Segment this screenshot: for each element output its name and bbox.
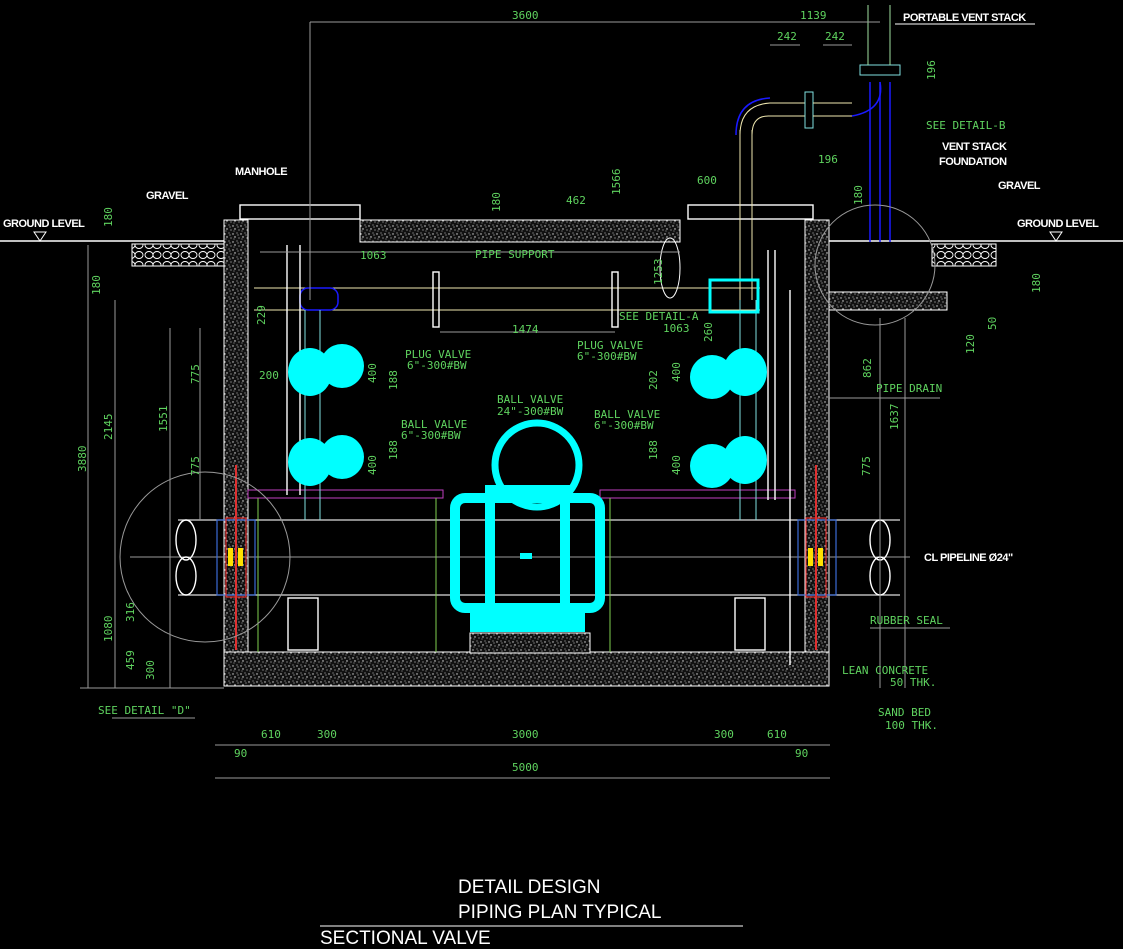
label-plug-valve-right-spec: 6"-300#BW	[577, 350, 637, 363]
label-plug-valve-right: PLUG VALVE	[577, 339, 643, 352]
valves	[288, 237, 767, 632]
title-line-1: DETAIL DESIGN	[458, 877, 601, 898]
label-plug-valve-left-spec: 6"-300#BW	[407, 359, 467, 372]
label-sand-bed: SAND BED	[878, 706, 931, 719]
dim-260: 260	[702, 322, 715, 342]
detail-circles	[119, 204, 936, 643]
centerline-symbol: CL	[924, 552, 938, 564]
dim-200: 200	[259, 369, 279, 382]
dim-2145: 2145	[102, 414, 115, 441]
label-ball-valve-right: BALL VALVE	[594, 408, 660, 421]
label-ball-valve-main-spec: 24"-300#BW	[497, 405, 564, 418]
title-line-2: PIPING PLAN TYPICAL	[458, 902, 661, 923]
chamber-structure	[0, 219, 1123, 687]
dim-1253: 1253	[652, 259, 665, 286]
label-plug-valve-left: PLUG VALVE	[405, 348, 471, 361]
dim-400c: 400	[670, 362, 683, 382]
manhole-covers	[239, 204, 814, 220]
dim-610-left: 610	[261, 728, 281, 741]
dim-242b: 242	[825, 30, 845, 43]
valve-labels: PLUG VALVE 6"-300#BW BALL VALVE 6"-300#B…	[401, 339, 660, 442]
dim-462: 462	[566, 194, 586, 207]
dim-600: 600	[697, 174, 717, 187]
dim-50: 50	[986, 317, 999, 330]
dim-90-left: 90	[234, 747, 247, 760]
dimension-lines	[80, 21, 950, 779]
dim-180-gl-left: 180	[102, 207, 115, 227]
title-block: DETAIL DESIGN PIPING PLAN TYPICAL SECTIO…	[320, 877, 743, 949]
dim-180-vent: 180	[852, 185, 865, 205]
dim-400d: 400	[670, 455, 683, 475]
dim-1551: 1551	[157, 406, 170, 433]
dim-1080: 1080	[102, 616, 115, 643]
dim-1063-left: 1063	[360, 249, 387, 262]
label-see-detail-d: SEE DETAIL "D"	[98, 704, 191, 717]
dim-196h: 196	[818, 153, 838, 166]
label-sand-bed-thk: 100 THK.	[885, 719, 938, 732]
dim-1139: 1139	[800, 9, 827, 22]
dim-300-right: 300	[714, 728, 734, 741]
label-gravel-right: GRAVEL	[998, 180, 1041, 192]
dim-300v: 300	[144, 660, 157, 680]
dim-229: 229	[255, 305, 268, 325]
label-ball-valve-right-spec: 6"-300#BW	[594, 419, 654, 432]
dimension-texts: 3600 1139 242 242 196 196 600 1566 462 1…	[76, 9, 1043, 774]
dim-3880: 3880	[76, 446, 89, 473]
label-lean-concrete: LEAN CONCRETE	[842, 664, 928, 677]
dim-242a: 242	[777, 30, 797, 43]
dim-1063-right: 1063	[663, 322, 690, 335]
label-ball-valve-main: BALL VALVE	[497, 393, 563, 406]
dim-3000: 3000	[512, 728, 539, 741]
dim-3600: 3600	[512, 9, 539, 22]
dim-400b: 400	[366, 455, 379, 475]
dim-610-right: 610	[767, 728, 787, 741]
label-vent-stack: VENT STACK	[942, 141, 1007, 153]
label-manhole: MANHOLE	[235, 166, 287, 178]
dim-120: 120	[964, 334, 977, 354]
label-gravel-left: GRAVEL	[146, 190, 189, 202]
label-pipeline: PIPELINE Ø24"	[940, 552, 1013, 564]
label-see-detail-a: SEE DETAIL-A	[619, 310, 699, 323]
annotation-labels: PORTABLE VENT STACK MANHOLE GRAVEL GRAVE…	[3, 12, 1100, 732]
dim-180-top: 180	[490, 192, 503, 212]
dim-316: 316	[124, 602, 137, 622]
label-ground-level-right: GROUND LEVEL	[1017, 218, 1099, 230]
dim-300-left: 300	[317, 728, 337, 741]
dim-775b: 775	[189, 456, 202, 476]
dim-188c: 188	[647, 440, 660, 460]
dim-196v: 196	[925, 60, 938, 80]
dim-1566: 1566	[610, 169, 623, 196]
label-rubber-seal: RUBBER SEAL	[870, 614, 943, 627]
label-pipe-drain: PIPE DRAIN	[876, 382, 942, 395]
dim-775c: 775	[860, 456, 873, 476]
label-pipe-support: PIPE SUPPORT	[475, 248, 555, 261]
dim-90-right: 90	[795, 747, 808, 760]
dim-202: 202	[647, 370, 660, 390]
label-lean-concrete-thk: 50 THK.	[890, 676, 936, 689]
dim-180-left: 180	[90, 275, 103, 295]
dim-188a: 188	[387, 370, 400, 390]
label-see-detail-b: SEE DETAIL-B	[926, 119, 1006, 132]
label-portable-vent-stack: PORTABLE VENT STACK	[903, 12, 1026, 24]
bypass-piping	[254, 5, 901, 665]
label-foundation: FOUNDATION	[939, 156, 1007, 168]
dim-775a: 775	[189, 364, 202, 384]
dim-400a: 400	[366, 363, 379, 383]
dim-459: 459	[124, 650, 137, 670]
title-line-3: SECTIONAL VALVE	[320, 928, 491, 949]
label-ground-level-left: GROUND LEVEL	[3, 218, 85, 230]
label-ball-valve-left-spec: 6"-300#BW	[401, 429, 461, 442]
dim-180-right: 180	[1030, 273, 1043, 293]
dim-1637: 1637	[888, 404, 901, 431]
dim-188b: 188	[387, 440, 400, 460]
dim-5000: 5000	[512, 761, 539, 774]
label-ball-valve-left: BALL VALVE	[401, 418, 467, 431]
dim-1474: 1474	[512, 323, 539, 336]
dim-862: 862	[861, 358, 874, 378]
